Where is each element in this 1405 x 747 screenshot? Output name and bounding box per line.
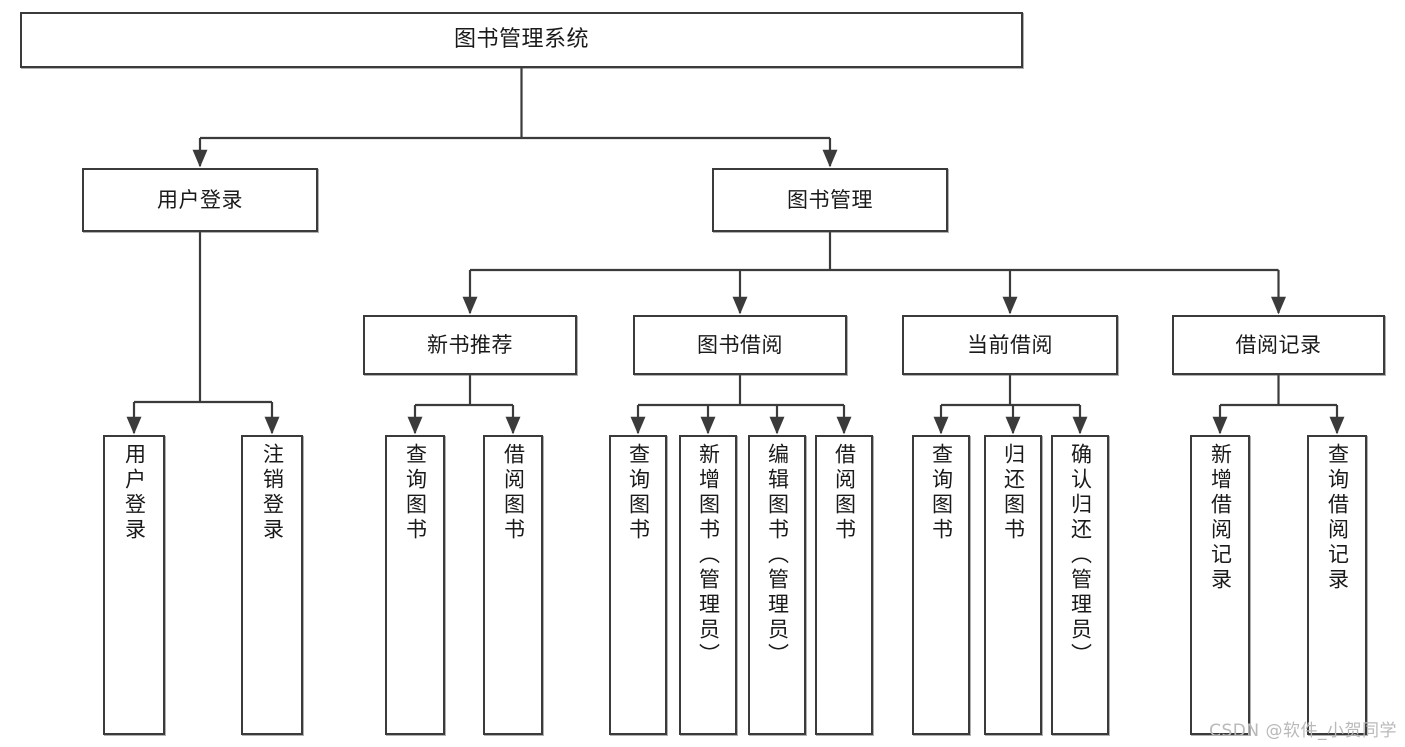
node-label: 用户登录: [122, 443, 147, 543]
node-newbooks[interactable]: 新书推荐: [363, 315, 577, 375]
node-label: 借阅图书: [501, 443, 526, 543]
node-label: 查询图书: [403, 443, 428, 543]
node-label: 用户登录: [157, 187, 243, 212]
node-current[interactable]: 当前借阅: [902, 315, 1118, 375]
node-label: 确认归还（管理员）: [1068, 443, 1093, 668]
node-label: 当前借阅: [967, 332, 1053, 357]
node-label: 新增借阅记录: [1208, 443, 1233, 593]
node-l-login[interactable]: 用户登录: [103, 435, 165, 735]
node-l-return[interactable]: 归还图书: [984, 435, 1042, 735]
node-l-logout[interactable]: 注销登录: [241, 435, 303, 735]
node-bookmgmt[interactable]: 图书管理: [712, 168, 948, 232]
node-label: 查询借阅记录: [1325, 443, 1350, 593]
node-l-bbook1[interactable]: 借阅图书: [483, 435, 543, 735]
node-l-editbook[interactable]: 编辑图书（管理员）: [748, 435, 806, 735]
node-label: 图书管理系统: [453, 27, 589, 53]
node-root[interactable]: 图书管理系统: [20, 12, 1023, 68]
node-l-addbook[interactable]: 新增图书（管理员）: [679, 435, 737, 735]
node-l-qrec[interactable]: 查询借阅记录: [1307, 435, 1367, 735]
watermark-text: CSDN @软件_小贺同学: [1209, 721, 1397, 741]
node-label: 编辑图书（管理员）: [765, 443, 790, 668]
node-label: 借阅图书: [832, 443, 857, 543]
node-l-bbook2[interactable]: 借阅图书: [815, 435, 873, 735]
node-label: 查询图书: [929, 443, 954, 543]
node-l-qbook2[interactable]: 查询图书: [609, 435, 667, 735]
node-l-confirm[interactable]: 确认归还（管理员）: [1051, 435, 1109, 735]
node-label: 注销登录: [260, 443, 285, 543]
node-label: 图书管理: [787, 187, 873, 212]
node-label: 借阅记录: [1235, 332, 1322, 357]
node-label: 归还图书: [1001, 443, 1026, 543]
node-label: 新书推荐: [427, 332, 513, 357]
node-l-qbook1[interactable]: 查询图书: [385, 435, 445, 735]
node-borrow[interactable]: 图书借阅: [633, 315, 847, 375]
node-records[interactable]: 借阅记录: [1172, 315, 1385, 375]
node-l-addrec[interactable]: 新增借阅记录: [1190, 435, 1250, 735]
node-label: 新增图书（管理员）: [696, 443, 721, 668]
node-label: 查询图书: [626, 443, 651, 543]
node-login[interactable]: 用户登录: [82, 168, 318, 232]
node-l-qbook3[interactable]: 查询图书: [912, 435, 970, 735]
node-label: 图书借阅: [697, 332, 783, 357]
